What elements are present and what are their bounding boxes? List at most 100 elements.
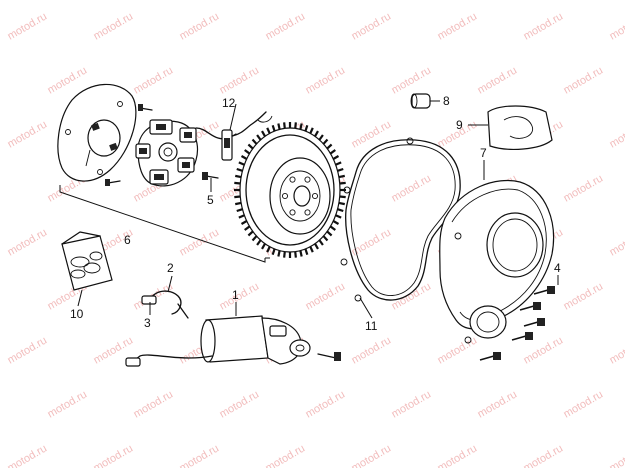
cover-screw <box>511 332 533 341</box>
callout-6: 6 <box>124 233 131 247</box>
watermark-text: motod.ru <box>178 442 222 468</box>
watermark-text: motod.ru <box>476 64 520 96</box>
gear-tooth <box>277 250 281 257</box>
gear-tooth <box>266 246 271 253</box>
watermark-text: motod.ru <box>562 64 606 96</box>
callout-9: 9 <box>456 118 463 132</box>
callout-4: 4 <box>554 261 561 275</box>
rubber-bushing <box>410 93 431 109</box>
gear-tooth <box>335 214 342 219</box>
stator-coil <box>135 119 199 187</box>
watermark-text: motod.ru <box>350 10 394 42</box>
gear-tooth <box>271 124 276 132</box>
gear-tooth <box>318 134 324 141</box>
gear-tooth <box>251 138 258 145</box>
ring-gear-teeth <box>234 122 346 258</box>
flywheel-hole <box>289 209 296 216</box>
watermark-text: motod.ru <box>218 280 262 312</box>
watermark-text: motod.ru <box>608 226 625 258</box>
watermark-text: motod.ru <box>436 334 480 366</box>
watermark-text: motod.ru <box>178 10 222 42</box>
flywheel-hole <box>304 209 311 216</box>
watermark-text: motod.ru <box>350 226 394 258</box>
gear-tooth <box>326 143 333 150</box>
gear-tooth <box>299 250 303 257</box>
gear-tooth <box>236 167 243 172</box>
starter-motor <box>125 315 311 367</box>
gear-tooth <box>234 174 242 179</box>
gear-tooth <box>329 225 336 231</box>
gear-tooth <box>337 167 344 172</box>
callout-8: 8 <box>443 94 450 108</box>
gear-tooth <box>338 174 346 179</box>
watermark-text: motod.ru <box>476 388 520 420</box>
watermark-text: motod.ru <box>562 280 606 312</box>
watermark-text: motod.ru <box>608 334 625 366</box>
gear-tooth <box>339 195 346 199</box>
watermark-text: motod.ru <box>522 10 566 42</box>
watermark-text: motod.ru <box>132 64 176 96</box>
flywheel-holes <box>281 176 319 216</box>
seal-kit <box>487 105 553 150</box>
gear-tooth <box>261 243 266 250</box>
gear-tooth <box>337 208 344 213</box>
watermark-text: motod.ru <box>390 64 434 96</box>
watermark-text: motod.ru <box>304 64 348 96</box>
gear-tooth <box>318 239 324 246</box>
gear-tooth <box>329 149 336 155</box>
watermark-text: motod.ru <box>92 442 136 468</box>
gear-tooth <box>234 195 241 199</box>
watermark-text: motod.ru <box>132 388 176 420</box>
gear-tooth <box>256 134 262 141</box>
watermark-text: motod.ru <box>608 118 625 150</box>
gear-tooth <box>244 149 251 155</box>
screw-small-b <box>105 179 121 186</box>
watermark-text: motod.ru <box>522 442 566 468</box>
gear-tooth <box>314 243 319 250</box>
gear-tooth <box>339 181 346 185</box>
gear-tooth <box>283 122 286 129</box>
gear-tooth <box>244 225 251 231</box>
gear-tooth <box>332 220 340 225</box>
group-bracket-6 <box>59 185 270 263</box>
watermark-text: motod.ru <box>608 10 625 42</box>
gear-tooth <box>261 130 266 137</box>
watermark-text: motod.ru <box>390 388 434 420</box>
washer-kit-bag <box>61 231 113 291</box>
watermark-text: motod.ru <box>350 118 394 150</box>
watermark-text: motod.ru <box>608 442 625 468</box>
gear-tooth <box>240 220 248 225</box>
cover-screw <box>479 352 501 361</box>
watermark-text: motod.ru <box>46 388 90 420</box>
callout-11: 11 <box>365 319 378 333</box>
cover-screw <box>519 302 541 311</box>
gear-tooth <box>335 161 342 166</box>
starter-bolt <box>317 352 341 361</box>
gear-tooth <box>247 143 254 150</box>
watermark-text: motod.ru <box>218 388 262 420</box>
gear-tooth <box>234 201 242 206</box>
callout-12: 12 <box>222 96 236 110</box>
callout-labels: 12 8 9 7 5 6 4 2 1 10 3 11 <box>70 94 561 333</box>
watermark-text: motod.ru <box>264 10 308 42</box>
callout-5: 5 <box>207 193 214 207</box>
gear-tooth <box>277 123 281 130</box>
callout-3: 3 <box>144 316 151 330</box>
callout-2: 2 <box>167 261 174 275</box>
gear-tooth <box>299 123 303 130</box>
pickup-sensor <box>195 111 273 161</box>
gear-tooth <box>234 181 241 185</box>
callout-1: 1 <box>232 288 239 302</box>
gear-tooth <box>266 127 271 134</box>
gear-tooth <box>240 155 248 160</box>
cover-screw <box>533 286 555 295</box>
gear-tooth <box>309 127 314 134</box>
watermark-text: motod.ru <box>264 442 308 468</box>
gear-tooth <box>238 214 245 219</box>
watermark-text: motod.ru <box>390 280 434 312</box>
gear-tooth <box>247 230 254 237</box>
gear-tooth <box>256 239 262 246</box>
side-cover <box>439 179 555 344</box>
watermark-text: motod.ru <box>178 226 222 258</box>
